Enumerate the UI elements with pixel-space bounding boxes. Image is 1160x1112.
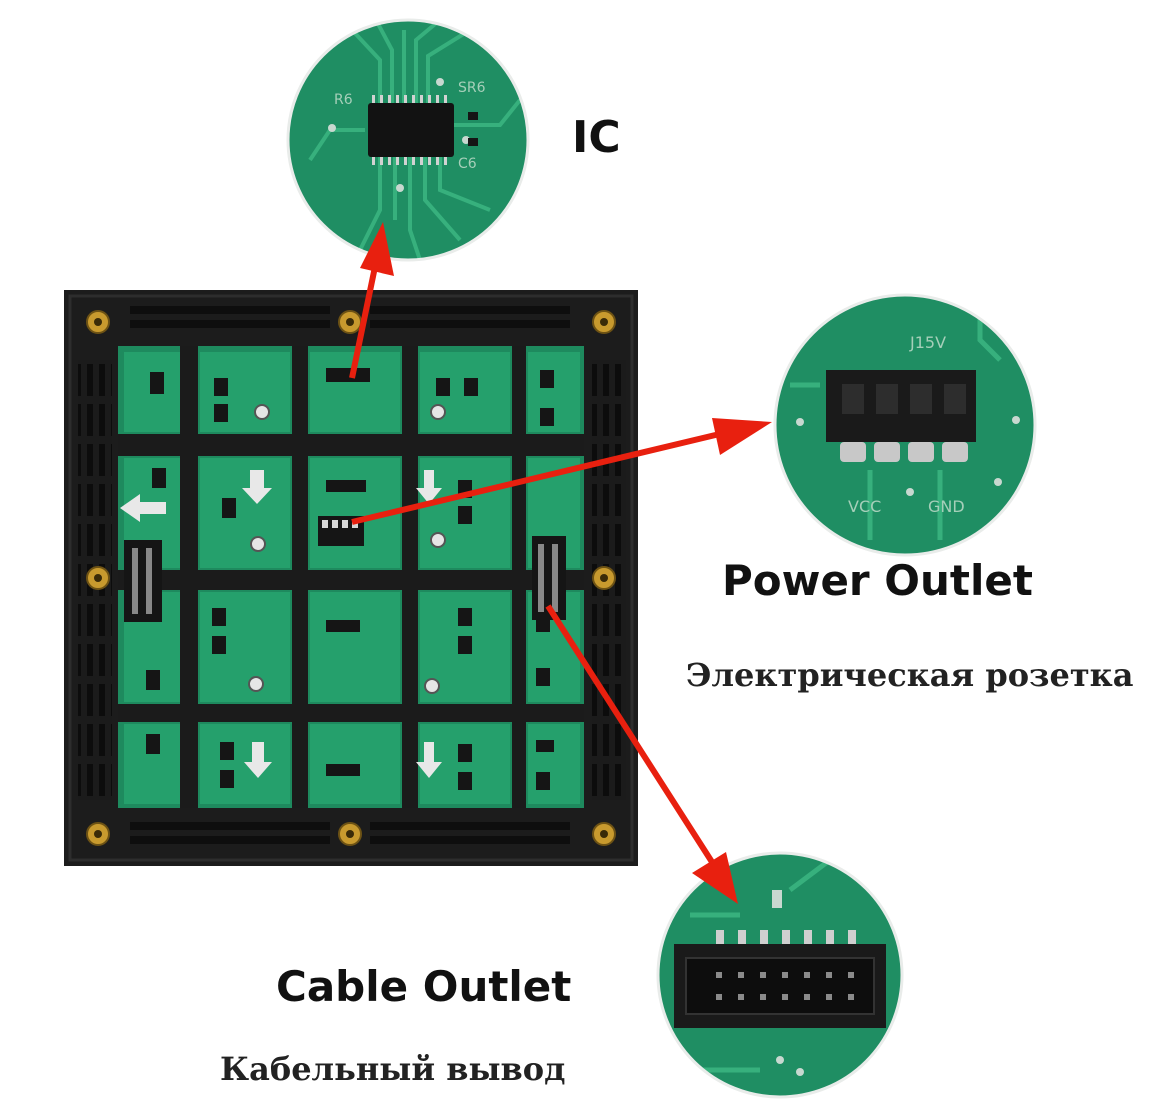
ic-zoom: R6 SR6 C6 [286,18,530,262]
board-cable-connector-left [124,540,162,622]
top-vents [130,306,570,328]
capacitors [248,404,446,694]
power-marking-vcc: VCC [848,497,881,516]
mounting-screws [86,310,616,846]
power-outlet-zoom: J15V VCC GND [773,293,1037,557]
cable-outlet-zoom [656,851,904,1099]
pcb-cells [124,352,580,804]
cable-outlet-label: Cable Outlet [276,962,572,1011]
power-marking-j15v: J15V [909,333,946,352]
cable-outlet-label-ru: Кабельный вывод [220,1050,566,1088]
ic-chip [368,103,454,157]
bottom-vents [130,822,570,844]
ic-label: IC [572,112,621,163]
power-outlet-label: Power Outlet [722,556,1033,605]
callout-arrows [349,222,772,904]
arrow-to-cable-outlet [545,604,738,904]
grid-ribs [118,346,584,808]
arrow-to-ic [349,222,394,379]
arrow-to-power-outlet [351,418,772,525]
ic-marking-c6: C6 [458,156,477,172]
led-module [64,290,638,866]
power-outlet-label-ru: Электрическая розетка [686,656,1134,694]
ic-marking-sr6: SR6 [458,80,486,96]
direction-arrows [120,470,442,778]
power-marking-gnd: GND [928,497,965,516]
ic-marking-r6: R6 [334,92,353,108]
board-chips [146,368,554,790]
